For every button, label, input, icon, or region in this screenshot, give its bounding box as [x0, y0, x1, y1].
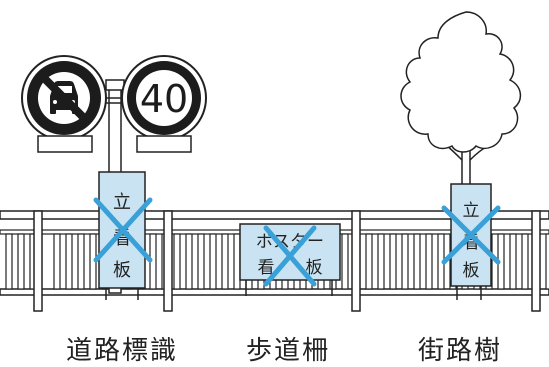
label-sidewalk-fence: 歩道柵	[246, 336, 331, 366]
fence-bar	[389, 233, 397, 290]
placard-middle-line-1: ポスター	[256, 232, 324, 252]
placard-left-char-3: 板	[113, 260, 131, 281]
street-tree	[400, 11, 522, 191]
prohibited-cross-right	[441, 205, 501, 265]
fence-bar	[65, 233, 73, 290]
fence-bar	[77, 233, 85, 290]
placard-left-char-1: 立	[113, 192, 131, 213]
fence-post	[531, 210, 541, 312]
prohibited-cross-left	[93, 197, 153, 263]
fence-bar	[545, 233, 549, 290]
no-cars-sign	[21, 55, 107, 141]
placard-right-char-3: 板	[463, 261, 480, 281]
prohibited-cross-middle	[263, 225, 317, 287]
fence-bar	[521, 233, 529, 290]
fence-bar	[413, 233, 421, 290]
fence-bar	[221, 233, 229, 290]
fence-bar	[5, 233, 13, 290]
fence-bar	[173, 233, 181, 290]
fence-bar	[401, 233, 409, 290]
fence-bar	[17, 233, 25, 290]
tree-canopy	[400, 11, 522, 153]
label-road-sign: 道路標識	[66, 336, 179, 366]
placard-right: 立 看 板	[441, 183, 501, 300]
fence-bar	[53, 233, 61, 290]
fence-bar	[233, 233, 241, 290]
label-street-tree: 街路樹	[418, 336, 503, 366]
speed-limit-sub-plate	[136, 135, 192, 153]
fence-bar	[377, 233, 385, 290]
placard-middle-char-1: 看	[258, 258, 275, 278]
placard-left: 立 看 板	[93, 171, 153, 300]
placard-middle-char-2: 板	[306, 258, 323, 278]
road-sign-assembly: 40	[21, 55, 207, 294]
fence-bar	[197, 233, 205, 290]
fence-bar	[341, 233, 349, 290]
fence-bar	[209, 233, 217, 290]
speed-limit-value: 40	[140, 77, 188, 121]
placard-middle: ポスター 看 板	[239, 223, 341, 296]
no-cars-sub-plate	[37, 135, 93, 153]
fence-post	[163, 210, 173, 312]
fence-post	[33, 210, 43, 312]
fence-bar	[425, 233, 433, 290]
fence-bar	[509, 233, 517, 290]
fence-bar	[365, 233, 373, 290]
speed-limit-sign: 40	[121, 55, 207, 141]
fence-post	[351, 210, 361, 312]
fence-bar	[185, 233, 193, 290]
placard-right-char-1: 立	[463, 201, 480, 221]
